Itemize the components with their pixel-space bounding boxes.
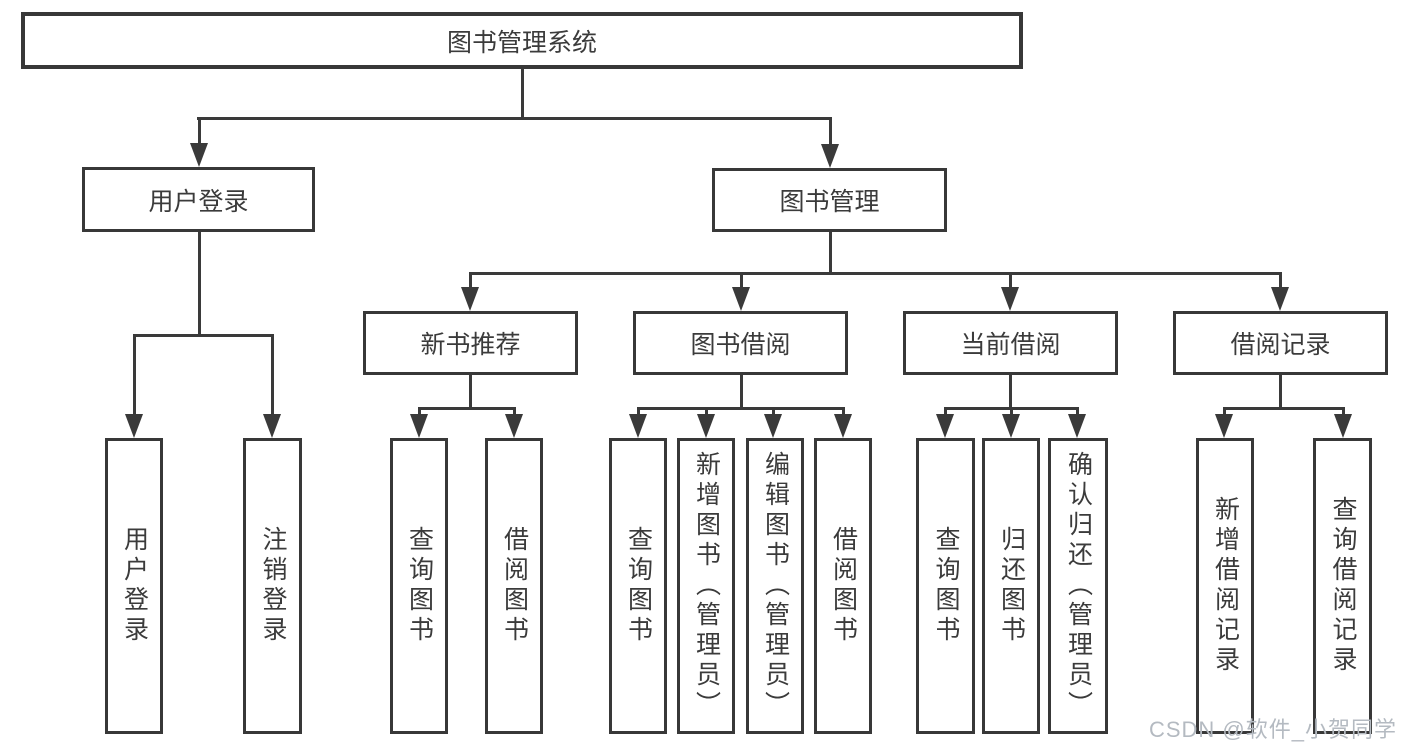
- arrow-stem: [771, 408, 775, 414]
- box-label-borrow-records: 借阅记录: [1230, 331, 1331, 359]
- box-label-leaf-user-login: 用户登录: [120, 526, 149, 646]
- arrow-stem: [468, 273, 472, 287]
- box-label-leaf-query-book-1: 查询图书: [405, 526, 434, 646]
- box-book-management: 图书管理: [712, 168, 947, 232]
- arrow-stem: [417, 408, 421, 414]
- arrow-down-icon: [834, 414, 852, 438]
- box-new-book-recommend: 新书推荐: [363, 311, 578, 375]
- arrow-down-icon: [1002, 414, 1020, 438]
- box-label-leaf-query-book-2: 查询图书: [624, 526, 653, 646]
- arrow-down-icon: [936, 414, 954, 438]
- box-borrow-records: 借阅记录: [1173, 311, 1388, 375]
- arrow-down-icon: [1068, 414, 1086, 438]
- box-leaf-add-borrow-record: 新增借阅记录: [1196, 438, 1254, 734]
- connector-vertical-line: [1008, 375, 1012, 408]
- arrow-stem: [943, 408, 947, 414]
- box-label-user-login: 用户登录: [148, 187, 249, 216]
- connector-horizontal-line: [468, 271, 1282, 275]
- box-root: 图书管理系统: [21, 12, 1023, 69]
- arrow-down-icon: [410, 414, 428, 438]
- box-label-leaf-query-book-3: 查询图书: [932, 526, 960, 646]
- box-leaf-borrow-book-2: 借阅图书: [814, 438, 872, 734]
- arrow-stem: [1075, 408, 1079, 414]
- arrow-down-icon: [1334, 414, 1352, 438]
- arrow-down-icon: [1215, 414, 1233, 438]
- csdn-watermark: CSDN @软件_小贺同学: [1148, 717, 1397, 742]
- arrow-stem: [1008, 273, 1012, 287]
- box-label-leaf-borrow-book-2: 借阅图书: [829, 526, 858, 646]
- box-label-book-borrow: 图书借阅: [690, 331, 791, 359]
- box-book-borrow: 图书借阅: [633, 311, 848, 375]
- connector-horizontal-line: [132, 333, 274, 337]
- arrow-down-icon: [190, 143, 208, 167]
- box-leaf-query-borrow-record: 查询借阅记录: [1313, 438, 1372, 734]
- arrow-stem: [704, 408, 708, 414]
- arrow-down-icon: [629, 414, 647, 438]
- arrow-stem: [841, 408, 845, 414]
- arrow-down-icon: [821, 144, 839, 168]
- box-current-borrow: 当前借阅: [903, 311, 1118, 375]
- box-label-leaf-add-borrow-record: 新增借阅记录: [1211, 496, 1240, 676]
- arrow-down-icon: [125, 414, 143, 438]
- connector-vertical-line: [468, 375, 472, 408]
- arrow-stem: [1222, 408, 1226, 414]
- connector-vertical-line: [739, 375, 743, 408]
- box-leaf-edit-book: 编辑图书（管理员）: [746, 438, 804, 734]
- arrow-stem: [132, 335, 136, 414]
- box-label-book-management: 图书管理: [779, 188, 880, 216]
- box-leaf-query-book-2: 查询图书: [609, 438, 667, 734]
- box-leaf-return-book: 归还图书: [982, 438, 1040, 734]
- arrow-stem: [270, 335, 274, 414]
- arrow-down-icon: [732, 287, 750, 311]
- arrow-stem: [636, 408, 640, 414]
- arrow-down-icon: [764, 414, 782, 438]
- box-label-new-book-recommend: 新书推荐: [420, 331, 521, 359]
- box-leaf-confirm-return: 确认归还（管理员）: [1048, 438, 1108, 734]
- box-label-current-borrow: 当前借阅: [960, 331, 1061, 359]
- connector-vertical-line: [197, 232, 201, 335]
- box-user-login: 用户登录: [82, 167, 315, 232]
- box-leaf-add-book: 新增图书（管理员）: [677, 438, 735, 734]
- box-label-leaf-add-book: 新增图书（管理员）: [692, 451, 721, 721]
- connector-horizontal-line: [196, 116, 832, 120]
- arrow-down-icon: [263, 414, 281, 438]
- box-leaf-user-login: 用户登录: [105, 438, 163, 734]
- arrow-stem: [828, 118, 832, 144]
- arrow-down-icon: [697, 414, 715, 438]
- connector-horizontal-line: [1222, 406, 1345, 410]
- arrow-down-icon: [1271, 287, 1289, 311]
- connector-horizontal-line: [636, 406, 845, 410]
- box-leaf-query-book-3: 查询图书: [916, 438, 975, 734]
- arrow-down-icon: [461, 287, 479, 311]
- connector-vertical-line: [1278, 375, 1282, 408]
- connector-vertical-line: [828, 232, 832, 273]
- box-label-root: 图书管理系统: [446, 28, 597, 57]
- arrow-stem: [1009, 408, 1013, 414]
- box-leaf-borrow-book-1: 借阅图书: [485, 438, 543, 734]
- arrow-stem: [1278, 273, 1282, 287]
- box-label-leaf-query-borrow-record: 查询借阅记录: [1329, 496, 1357, 676]
- box-label-leaf-return-book: 归还图书: [997, 526, 1026, 646]
- connector-vertical-line: [520, 69, 524, 118]
- box-label-leaf-confirm-return: 确认归还（管理员）: [1064, 451, 1093, 721]
- box-label-leaf-logout: 注销登录: [259, 526, 287, 646]
- arrow-stem: [197, 118, 201, 143]
- arrow-stem: [512, 408, 516, 414]
- connector-horizontal-line: [417, 406, 516, 410]
- box-label-leaf-borrow-book-1: 借阅图书: [500, 526, 529, 646]
- box-leaf-query-book-1: 查询图书: [390, 438, 448, 734]
- arrow-down-icon: [505, 414, 523, 438]
- box-label-leaf-edit-book: 编辑图书（管理员）: [761, 451, 790, 721]
- arrow-stem: [739, 273, 743, 287]
- arrow-down-icon: [1001, 287, 1019, 311]
- arrow-stem: [1341, 408, 1345, 414]
- box-leaf-logout: 注销登录: [243, 438, 302, 734]
